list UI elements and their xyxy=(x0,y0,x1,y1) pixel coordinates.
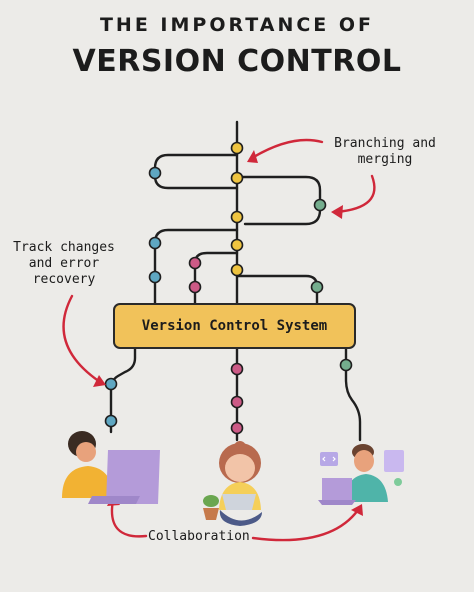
code-panel-icon xyxy=(320,452,338,466)
commit-node xyxy=(188,256,202,270)
collaboration-label: Collaboration xyxy=(148,529,250,544)
laptop-base xyxy=(318,500,356,505)
laptop-screen xyxy=(106,450,160,504)
branch-lines xyxy=(109,120,362,442)
commit-node xyxy=(230,395,244,409)
branching-label-line-2: merging xyxy=(357,152,413,167)
branch-loop-left xyxy=(153,153,239,190)
branching-label: Branching and merging xyxy=(326,136,444,168)
branch-bottom-right xyxy=(344,347,362,442)
track-label-line-3: recovery xyxy=(32,272,96,287)
developer-middle xyxy=(203,441,262,526)
title-line-2: VERSION CONTROL xyxy=(72,44,402,79)
commit-node xyxy=(230,171,244,185)
version-control-system-box: Version Control System xyxy=(113,303,356,349)
commit-node xyxy=(104,414,118,428)
avatar-hair-bun xyxy=(234,441,246,453)
branching-label-line-1: Branching and xyxy=(334,136,436,151)
arrow-collab-right xyxy=(251,508,360,542)
commit-nodes xyxy=(104,141,353,435)
arrowhead xyxy=(351,504,363,516)
title-line-1: THE IMPORTANCE OF xyxy=(99,14,375,36)
track-label-line-2: and error xyxy=(28,256,100,271)
arrow-collab-left xyxy=(110,498,148,538)
arrow-track-changes xyxy=(62,294,102,384)
commit-node xyxy=(148,166,162,180)
commit-node xyxy=(230,362,244,376)
developer-right xyxy=(318,444,404,505)
code-brackets-icon xyxy=(322,456,336,462)
commit-node xyxy=(313,198,327,212)
arrowhead xyxy=(331,205,343,219)
branch-pink-feed xyxy=(193,251,239,307)
commit-node xyxy=(188,280,202,294)
commit-node xyxy=(230,421,244,435)
commit-node xyxy=(230,141,244,155)
commit-node xyxy=(148,270,162,284)
avatar-body xyxy=(62,466,114,498)
commit-node xyxy=(310,280,324,294)
commit-node xyxy=(230,263,244,277)
commit-node xyxy=(104,377,118,391)
avatar-face xyxy=(225,454,255,482)
gear-icon xyxy=(394,478,402,486)
arrowhead xyxy=(93,375,106,387)
plant-leaves xyxy=(203,495,219,507)
arrowhead xyxy=(247,150,258,163)
commit-node xyxy=(148,236,162,250)
laptop-base xyxy=(88,496,140,504)
laptop xyxy=(222,494,256,510)
avatar-face xyxy=(76,442,96,462)
track-changes-label: Track changes and error recovery xyxy=(10,240,118,288)
developer-left xyxy=(62,431,160,504)
plant-pot xyxy=(203,508,219,520)
laptop-screen xyxy=(322,478,352,500)
arrow-branching-right xyxy=(334,174,376,214)
commit-node xyxy=(230,210,244,224)
avatar-face xyxy=(354,450,374,472)
commit-node xyxy=(339,358,353,372)
branch-loop-right xyxy=(235,175,322,226)
track-label-line-1: Track changes xyxy=(13,240,115,255)
branch-right-feed xyxy=(235,274,319,307)
commit-node xyxy=(230,238,244,252)
avatar-legs xyxy=(219,510,262,526)
avatar-body xyxy=(344,474,388,502)
version-control-system-label: Version Control System xyxy=(141,318,328,334)
arrow-branching-top xyxy=(250,138,324,160)
document-panel-icon xyxy=(384,450,404,472)
annotation-arrows xyxy=(62,138,376,542)
